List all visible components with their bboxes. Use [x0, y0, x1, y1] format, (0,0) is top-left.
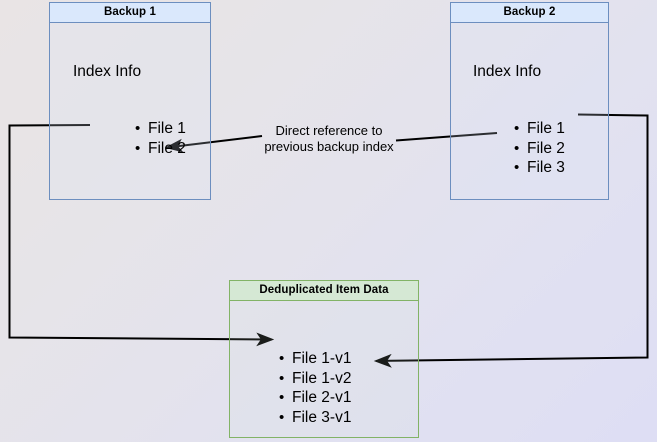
- node-backup-1-body: Index Info File 1 File 2: [50, 23, 210, 199]
- node-backup-2-body: Index Info File 1 File 2 File 3: [451, 23, 608, 199]
- list-item: File 1-v1: [279, 349, 352, 369]
- backup-2-file-list: File 1 File 2 File 3: [513, 119, 565, 178]
- list-item: File 2: [514, 139, 565, 159]
- backup-1-index-info-label: Index Info: [73, 63, 142, 80]
- node-deduplicated-item-data-body: File 1-v1 File 1-v2 File 2-v1 File 3-v1: [230, 301, 418, 437]
- list-item: File 2-v1: [279, 388, 352, 408]
- backup-2-index-info-label: Index Info: [473, 63, 542, 80]
- node-backup-1[interactable]: Backup 1 Index Info File 1 File 2: [49, 2, 211, 200]
- node-backup-2-title: Backup 2: [451, 3, 608, 23]
- node-backup-1-title: Backup 1: [50, 3, 210, 23]
- list-item: File 2: [135, 139, 186, 159]
- node-deduplicated-item-data-title: Deduplicated Item Data: [230, 281, 418, 301]
- node-backup-2[interactable]: Backup 2 Index Info File 1 File 2 File 3: [450, 2, 609, 200]
- list-item: File 1: [514, 119, 565, 139]
- dedup-file-list: File 1-v1 File 1-v2 File 2-v1 File 3-v1: [278, 349, 352, 428]
- backup-1-file-list: File 1 File 2: [134, 119, 186, 158]
- edge-label-line-1: Direct reference to: [275, 123, 383, 138]
- node-deduplicated-item-data[interactable]: Deduplicated Item Data File 1-v1 File 1-…: [229, 280, 419, 438]
- edge-label-line-2: previous backup index: [264, 139, 394, 154]
- list-item: File 3-v1: [279, 408, 352, 428]
- list-item: File 1: [135, 119, 186, 139]
- list-item: File 3: [514, 158, 565, 178]
- edge-label-direct-reference: Direct reference to previous backup inde…: [256, 123, 402, 155]
- list-item: File 1-v2: [279, 369, 352, 389]
